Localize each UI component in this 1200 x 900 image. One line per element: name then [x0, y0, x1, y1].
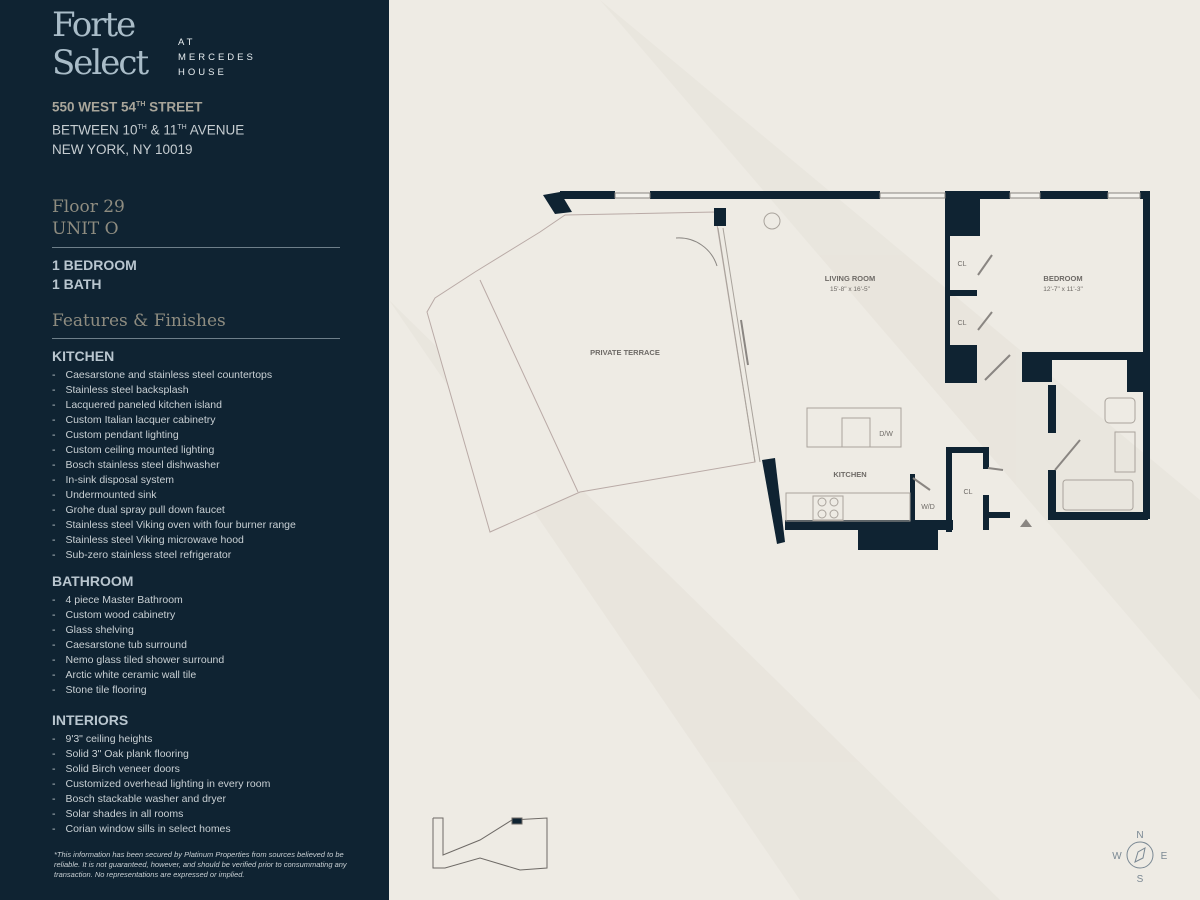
feature-item: Solid 3" Oak plank flooring	[52, 747, 270, 762]
bathroom-section: BATHROOM 4 piece Master BathroomCustom wo…	[52, 573, 224, 698]
doors	[675, 237, 1081, 491]
section-title: INTERIORS	[52, 712, 129, 728]
feature-item: Caesarstone and stainless steel countert…	[52, 368, 296, 383]
address-line-1: 550 WEST 54TH STREET	[52, 95, 244, 118]
fixtures	[717, 212, 1136, 522]
feature-item: Corian window sills in select homes	[52, 822, 270, 837]
closet-label: CL	[964, 489, 973, 496]
logo-line: Select	[52, 43, 149, 83]
feature-item: Custom pendant lighting	[52, 428, 296, 443]
floor-plan: PRIVATE TERRACE LIVING ROOM 15'-8" x 16'…	[389, 0, 1200, 900]
logo-sub-line: MERCEDES	[178, 52, 256, 63]
address-line-3: NEW YORK, NY 10019	[52, 142, 193, 157]
feature-item: In-sink disposal system	[52, 473, 296, 488]
room-dim-bedroom: 12'-7" x 11'-3"	[1043, 286, 1083, 293]
feature-item: Solid Birch veneer doors	[52, 762, 270, 777]
divider	[52, 338, 340, 339]
compass-e: E	[1161, 851, 1168, 862]
feature-item: Undermounted sink	[52, 488, 296, 503]
feature-item: Stainless steel backsplash	[52, 383, 296, 398]
feature-item: Bosch stackable washer and dryer	[52, 792, 270, 807]
room-dim-living: 15'-8" x 16'-5"	[830, 286, 871, 293]
address-line-2: BETWEEN 10TH & 11TH AVENUE	[52, 118, 244, 141]
dishwasher-label: D/W	[879, 431, 893, 438]
compass-w: W	[1112, 851, 1122, 862]
unit-label: UNIT O	[52, 219, 119, 239]
closet-label: CL	[958, 261, 967, 268]
feature-item: Custom Italian lacquer cabinetry	[52, 413, 296, 428]
feature-item: Custom wood cabinetry	[52, 608, 224, 623]
compass: N S E W	[1112, 830, 1167, 885]
logo-line: Forte	[52, 5, 136, 45]
unit-summary: 1 BEDROOM 1 BATH	[52, 256, 137, 294]
t: BETWEEN 10	[52, 122, 138, 137]
washer-dryer-label: W/D	[921, 504, 935, 511]
feature-item: Arctic white ceramic wall tile	[52, 668, 224, 683]
disclaimer: *This information has been secured by Pl…	[54, 850, 347, 879]
t: AVENUE	[186, 122, 245, 137]
windows	[614, 192, 1141, 199]
features-title: Features & Finishes	[52, 311, 226, 331]
feature-list: 4 piece Master BathroomCustom wood cabin…	[52, 593, 225, 698]
floor-label: Floor 29	[52, 197, 125, 217]
keyplan	[432, 817, 548, 871]
logo-sub-line: AT	[178, 37, 196, 48]
logo-subtitle: AT MERCEDES HOUSE	[178, 35, 256, 80]
feature-item: Stone tile flooring	[52, 683, 224, 698]
feature-item: Nemo glass tiled shower surround	[52, 653, 225, 668]
feature-item: Stainless steel Viking microwave hood	[52, 533, 296, 548]
section-title: KITCHEN	[52, 348, 115, 364]
room-label-bedroom: BEDROOM	[1043, 274, 1082, 283]
compass-n: N	[1136, 830, 1143, 841]
section-title: BATHROOM	[52, 573, 134, 589]
bedrooms: 1 BEDROOM	[52, 257, 137, 273]
address: 550 WEST 54TH STREET BETWEEN 10TH & 11TH…	[52, 95, 244, 160]
feature-item: Grohe dual spray pull down faucet	[52, 503, 296, 518]
room-label-living: LIVING ROOM	[825, 274, 875, 283]
feature-item: Lacquered paneled kitchen island	[52, 398, 296, 413]
divider	[52, 247, 340, 248]
baths: 1 BATH	[52, 276, 102, 292]
feature-item: Glass shelving	[52, 623, 224, 638]
feature-item: Customized overhead lighting in every ro…	[52, 777, 271, 792]
closet-label: CL	[958, 320, 967, 327]
t: STREET	[145, 99, 203, 115]
kitchen-section: KITCHEN Caesarstone and stainless steel c…	[52, 348, 296, 563]
feature-list: 9'3" ceiling heightsSolid 3" Oak plank f…	[52, 732, 271, 837]
entry-icon	[1020, 519, 1032, 527]
walls	[543, 191, 1150, 550]
feature-item: Caesarstone tub surround	[52, 638, 224, 653]
terrace-outline	[426, 211, 756, 533]
room-label-terrace: PRIVATE TERRACE	[590, 348, 660, 357]
feature-item: Stainless steel Viking oven with four bu…	[52, 518, 296, 533]
feature-list: Caesarstone and stainless steel countert…	[52, 368, 296, 563]
t: 550 WEST 54	[52, 99, 137, 115]
feature-item: 9'3" ceiling heights	[52, 732, 270, 747]
t: TH	[136, 101, 146, 108]
feature-item: 4 piece Master Bathroom	[52, 593, 224, 608]
feature-item: Sub-zero stainless steel refrigerator	[52, 548, 296, 563]
interiors-section: INTERIORS 9'3" ceiling heightsSolid 3" Oa…	[52, 712, 270, 837]
logo-sub-line: HOUSE	[178, 67, 227, 78]
t: TH	[177, 123, 187, 131]
room-label-kitchen: KITCHEN	[833, 470, 866, 479]
t: & 11	[146, 122, 178, 137]
feature-item: Custom ceiling mounted lighting	[52, 443, 296, 458]
feature-item: Bosch stainless steel dishwasher	[52, 458, 296, 473]
feature-item: Solar shades in all rooms	[52, 807, 270, 822]
t: TH	[137, 123, 147, 131]
compass-s: S	[1137, 874, 1144, 885]
